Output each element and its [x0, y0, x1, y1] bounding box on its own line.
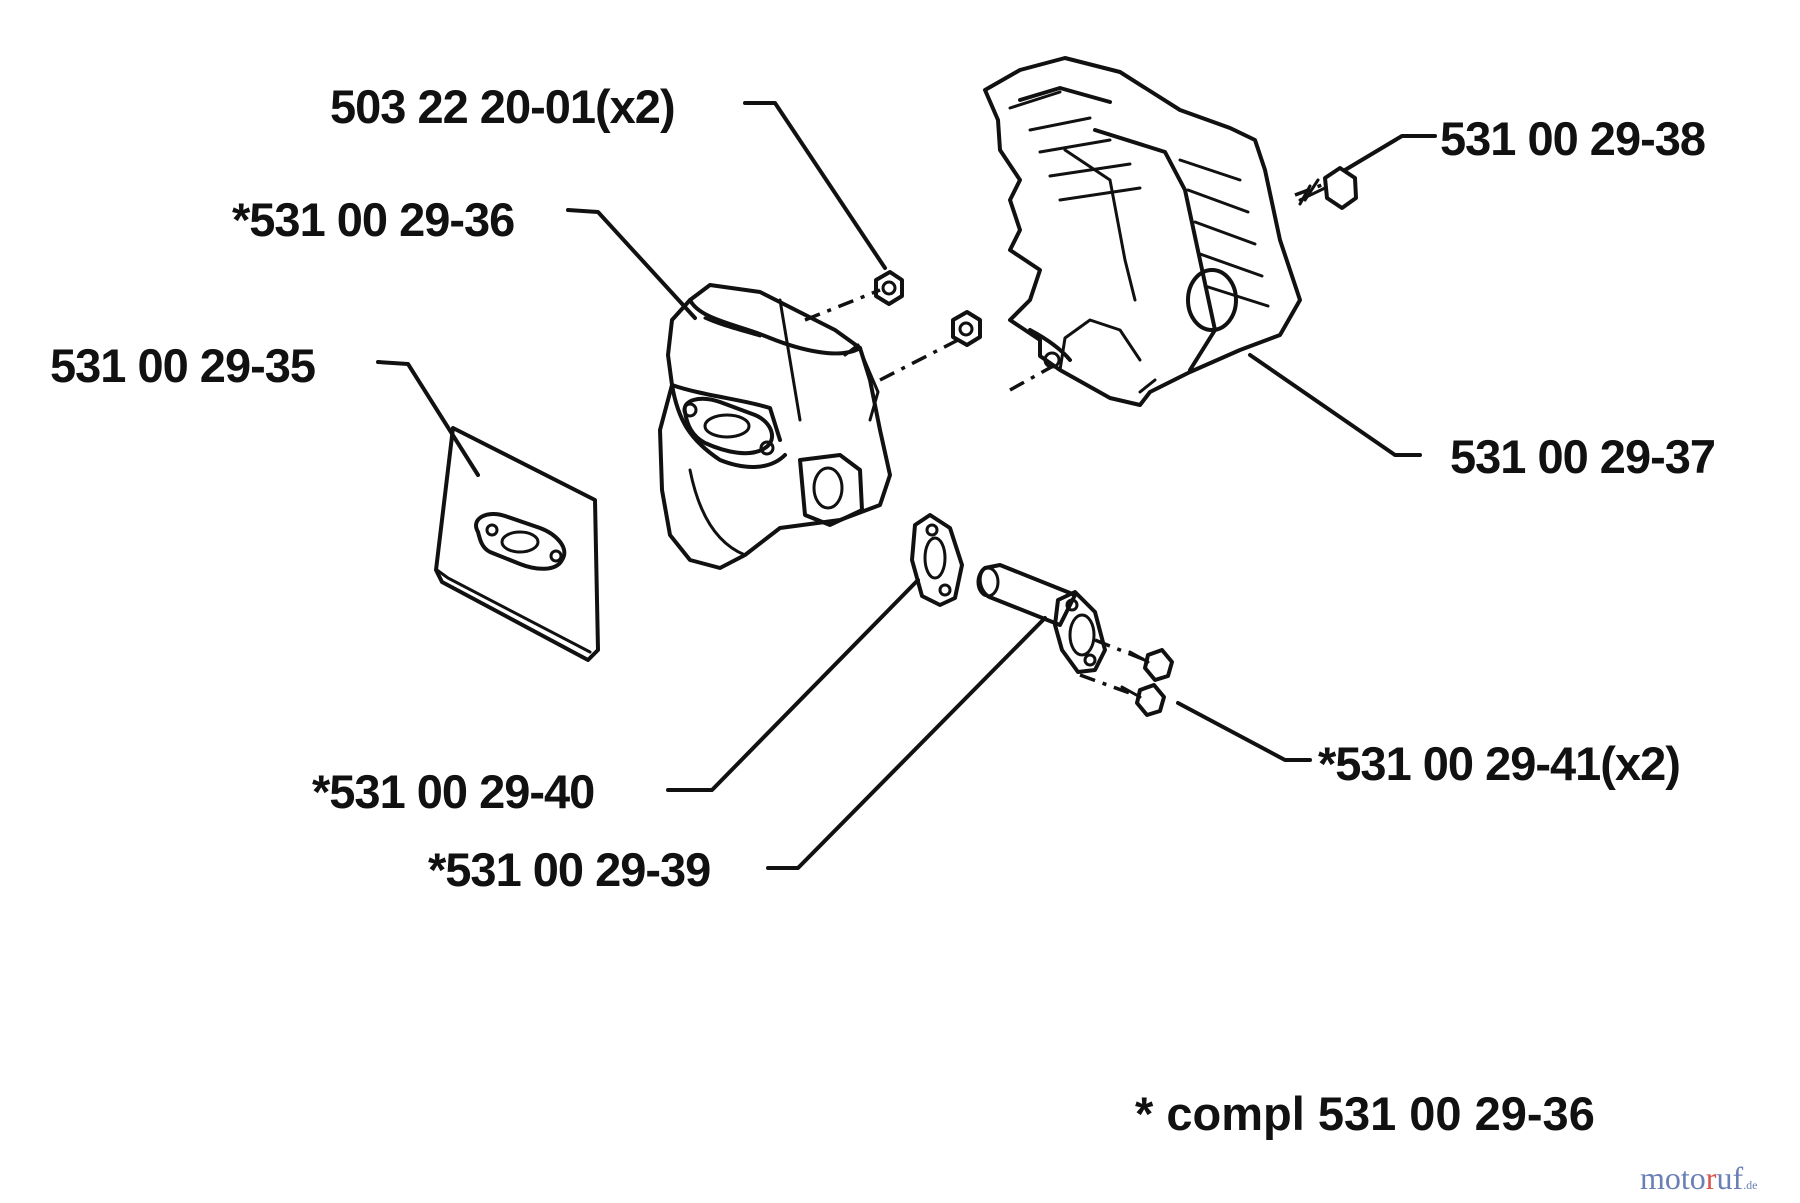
watermark-suffix: .de	[1743, 1178, 1758, 1192]
leader-cover	[1248, 353, 1422, 457]
gasket-plate	[434, 426, 600, 662]
spark-arrestor	[976, 563, 1107, 674]
axis-cover	[1009, 363, 1056, 392]
label-nut: 503 22 20-01(x2)	[330, 80, 676, 133]
watermark-part2: r	[1705, 1160, 1717, 1196]
muffler-cover	[983, 56, 1302, 407]
flange-gasket	[910, 513, 964, 607]
leader-screws-bottom	[1176, 701, 1312, 762]
leader-gasket	[376, 360, 480, 477]
label-muffler: *531 00 29-36	[232, 193, 515, 246]
screws-bottom	[1120, 648, 1174, 717]
axis-screw-b2	[1079, 673, 1136, 697]
watermark-part1: moto	[1640, 1160, 1706, 1196]
label-flange-gasket: *531 00 29-40	[312, 765, 595, 818]
leader-flange-gasket	[666, 578, 920, 792]
label-spark-arrestor: *531 00 29-39	[428, 843, 711, 896]
leader-muffler	[566, 208, 697, 320]
leader-spark-arrestor	[766, 616, 1047, 870]
footnote: * compl 531 00 29-36	[1135, 1087, 1595, 1140]
leader-lines	[376, 101, 1437, 870]
axis-nut-1	[804, 288, 881, 322]
muffler-body	[658, 283, 892, 570]
nut-1	[874, 270, 904, 306]
watermark-part3: uf	[1716, 1160, 1744, 1196]
watermark-logo: motoruf.de	[1640, 1162, 1757, 1194]
axis-nut-2	[879, 338, 959, 382]
nut-2	[951, 310, 982, 347]
label-cover: 531 00 29-37	[1450, 430, 1716, 483]
leader-screw-top	[1343, 134, 1437, 172]
leader-nut	[743, 101, 887, 270]
label-gasket: 531 00 29-35	[50, 339, 316, 392]
label-screw-top: 531 00 29-38	[1440, 112, 1706, 165]
label-screws-bottom: *531 00 29-41(x2)	[1318, 737, 1681, 790]
screw-top	[1298, 166, 1358, 210]
